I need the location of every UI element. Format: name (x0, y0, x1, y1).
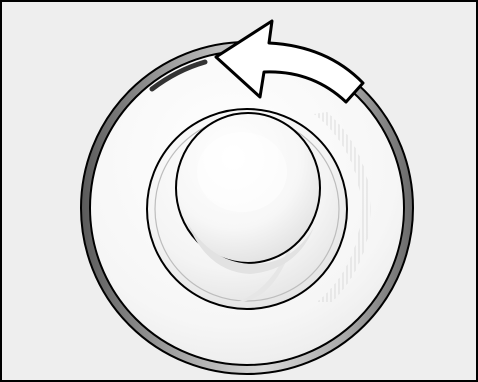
rotate-counterclockwise-arrow-icon (214, 19, 365, 104)
dial-marker-notch (149, 59, 208, 92)
knob-cap (175, 112, 321, 274)
